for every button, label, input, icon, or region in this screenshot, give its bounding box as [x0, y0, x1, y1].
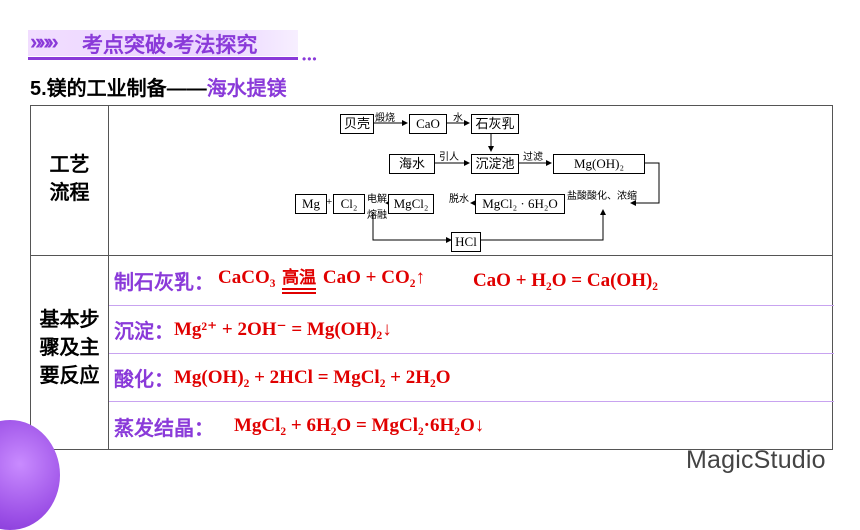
label-molten: 熔融: [367, 210, 387, 221]
equation-slaking: CaO + H₂O = Ca(OH)₂: [472, 269, 658, 291]
box-cao: CaO: [409, 114, 447, 134]
section-title-accent: 海水提镁: [206, 78, 287, 100]
condition-text: 高温: [282, 268, 317, 287]
step-name: 酸化：: [114, 369, 174, 391]
header-dots: •••: [302, 52, 318, 66]
header-underline: [28, 57, 298, 60]
box-mgcl2-hydrate: MgCl₂ · 6H₂O: [475, 194, 565, 214]
section-title-dash: ——: [166, 78, 207, 100]
step-limewater: 制石灰乳： CaCO₃ 高温 CaO + CO₂↑ CaO + H₂O = Ca…: [109, 256, 834, 306]
equation-calcination: CaCO₃ 高温 CaO + CO₂↑: [218, 267, 425, 294]
section-title: 5.镁的工业制备——海水提镁: [30, 72, 287, 101]
equation-precipitation: Mg²⁺ + 2OH⁻ = Mg(OH)₂↓: [174, 319, 392, 340]
label-calcine: 煅烧: [375, 113, 395, 124]
process-label-line: 流程: [49, 182, 90, 204]
step-name: 沉淀：: [114, 321, 174, 343]
label-column: [31, 106, 109, 449]
process-label-line: 工艺: [49, 154, 90, 176]
content-table: 工艺 流程 基本步 骤及主 要反应: [30, 105, 834, 450]
watermark-logo: MagicStudio: [686, 446, 826, 474]
equation-right: CaO + CO₂↑: [322, 267, 425, 288]
box-cl2: Cl₂: [333, 194, 365, 214]
condition-line: [282, 288, 317, 290]
equation-left: CaCO₃: [218, 267, 276, 288]
step-acidification: 酸化： Mg(OH)₂ + 2HCl = MgCl₂ + 2H₂O: [109, 354, 834, 402]
reaction-condition: 高温: [280, 269, 318, 294]
step-name: 蒸发结晶：: [114, 417, 214, 440]
header-bar: [28, 30, 298, 56]
label-filter: 过滤: [523, 152, 543, 163]
step-precipitation: 沉淀： Mg²⁺ + 2OH⁻ = Mg(OH)₂↓: [109, 306, 834, 354]
label-acidify: 盐酸酸化、浓缩: [567, 191, 637, 202]
label-plus: +: [326, 196, 333, 208]
process-flow-diagram: 贝壳 CaO 石灰乳 海水 沉淀池 Mg(OH)₂ Mg Cl₂ MgCl₂ M…: [111, 106, 831, 255]
process-label: 工艺 流程: [31, 151, 108, 207]
step-crystallization: 蒸发结晶： MgCl₂ + 6H₂O = MgCl₂·6H₂O↓: [109, 402, 834, 450]
chevrons-icon: »»»: [30, 29, 59, 54]
box-mg: Mg: [295, 194, 327, 214]
steps-label-line: 要反应: [39, 365, 100, 387]
box-shell: 贝壳: [340, 114, 374, 134]
steps-label: 基本步 骤及主 要反应: [31, 306, 108, 390]
box-hcl: HCl: [451, 232, 481, 252]
steps-label-line: 骤及主: [39, 337, 100, 359]
label-dehydrate: 脱水: [449, 194, 469, 205]
section-title-prefix: 5.镁的工业制备: [30, 78, 167, 100]
equation-crystallization: MgCl₂ + 6H₂O = MgCl₂·6H₂O↓: [234, 415, 485, 436]
box-mgoh2: Mg(OH)₂: [553, 154, 645, 174]
condition-line: [282, 292, 317, 294]
page-title: 考点突破•考法探究: [82, 34, 258, 57]
label-water: 水: [453, 113, 463, 124]
label-introduce: 引人: [439, 152, 459, 163]
step-name: 制石灰乳：: [114, 272, 214, 294]
box-limewater: 石灰乳: [471, 114, 519, 134]
label-electrolysis: 电解: [367, 194, 387, 205]
box-settling-tank: 沉淀池: [471, 154, 519, 174]
row-separator: [31, 255, 832, 256]
box-mgcl2: MgCl₂: [388, 194, 434, 214]
box-seawater: 海水: [389, 154, 435, 174]
steps-label-line: 基本步: [39, 309, 100, 331]
equation-acidification: Mg(OH)₂ + 2HCl = MgCl₂ + 2H₂O: [174, 366, 451, 388]
